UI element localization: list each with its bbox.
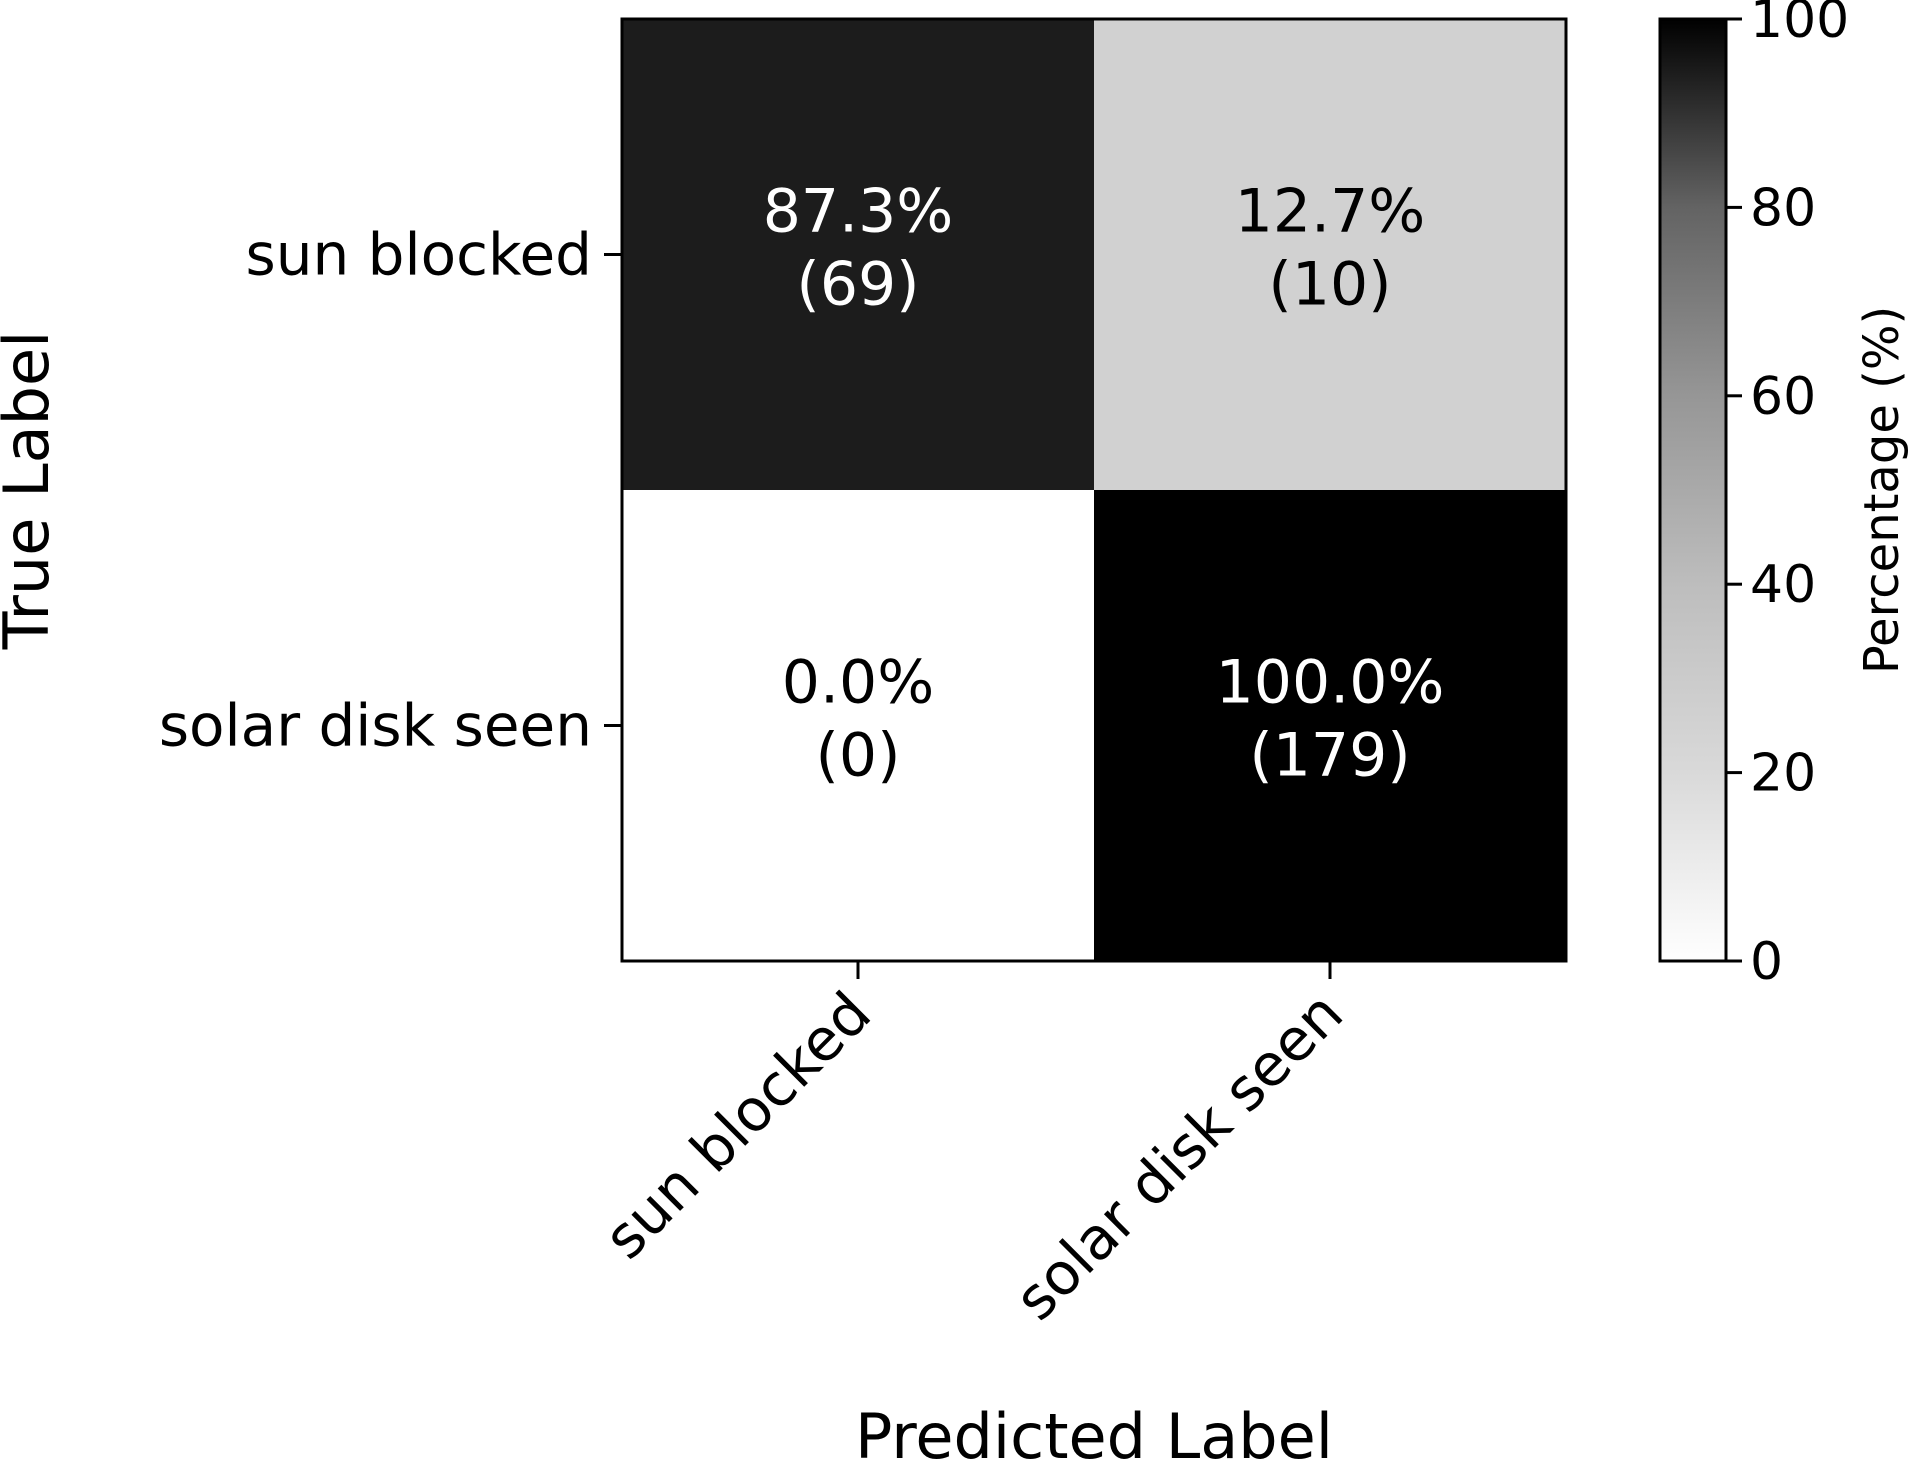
heatmap-cell-r1-c1 xyxy=(1094,490,1566,961)
cell-percent-label: 100.0% xyxy=(1216,648,1445,718)
x-axis-title: Predicted Label xyxy=(855,1400,1333,1471)
colorbar-tick-label: 40 xyxy=(1750,555,1816,615)
colorbar-title: Percentage (%) xyxy=(1854,306,1910,674)
cell-percent-label: 87.3% xyxy=(763,177,954,247)
cell-count-label: (0) xyxy=(816,721,901,791)
cell-count-label: (10) xyxy=(1268,250,1391,320)
colorbar-tick-label: 0 xyxy=(1750,932,1783,992)
cell-count-label: (69) xyxy=(796,250,919,320)
cell-percent-label: 0.0% xyxy=(782,648,934,718)
heatmap-cell-r0-c0 xyxy=(622,19,1094,490)
cell-count-label: (179) xyxy=(1249,721,1410,791)
y-tick-label: solar disk seen xyxy=(159,692,592,760)
x-tick-label: sun blocked xyxy=(591,979,884,1272)
colorbar-tick-label: 100 xyxy=(1750,0,1849,50)
y-tick-label: sun blocked xyxy=(246,221,593,289)
y-axis-ticks: sun blocked solar disk seen xyxy=(159,221,622,760)
heatmap-cell-labels: 87.3%(69) 12.7%(10) 0.0%(0) 100.0%(179) xyxy=(763,177,1445,791)
colorbar xyxy=(1658,17,1728,963)
heatmap-cell-r0-c1 xyxy=(1094,19,1566,490)
cell-percent-label: 12.7% xyxy=(1235,177,1426,247)
y-axis-title: True Label xyxy=(0,331,63,651)
colorbar-ticks: 0 20 40 60 80 100 xyxy=(1726,0,1849,992)
heatmap-cells xyxy=(622,19,1566,961)
plot-frame xyxy=(620,17,1568,963)
heatmap-cell-r1-c0 xyxy=(622,490,1094,961)
x-tick-label: solar disk seen xyxy=(1002,979,1356,1333)
x-axis-ticks: sun blocked solar disk seen xyxy=(591,961,1356,1333)
colorbar-tick-label: 60 xyxy=(1750,367,1816,427)
colorbar-tick-label: 20 xyxy=(1750,744,1816,804)
colorbar-tick-label: 80 xyxy=(1750,178,1816,238)
